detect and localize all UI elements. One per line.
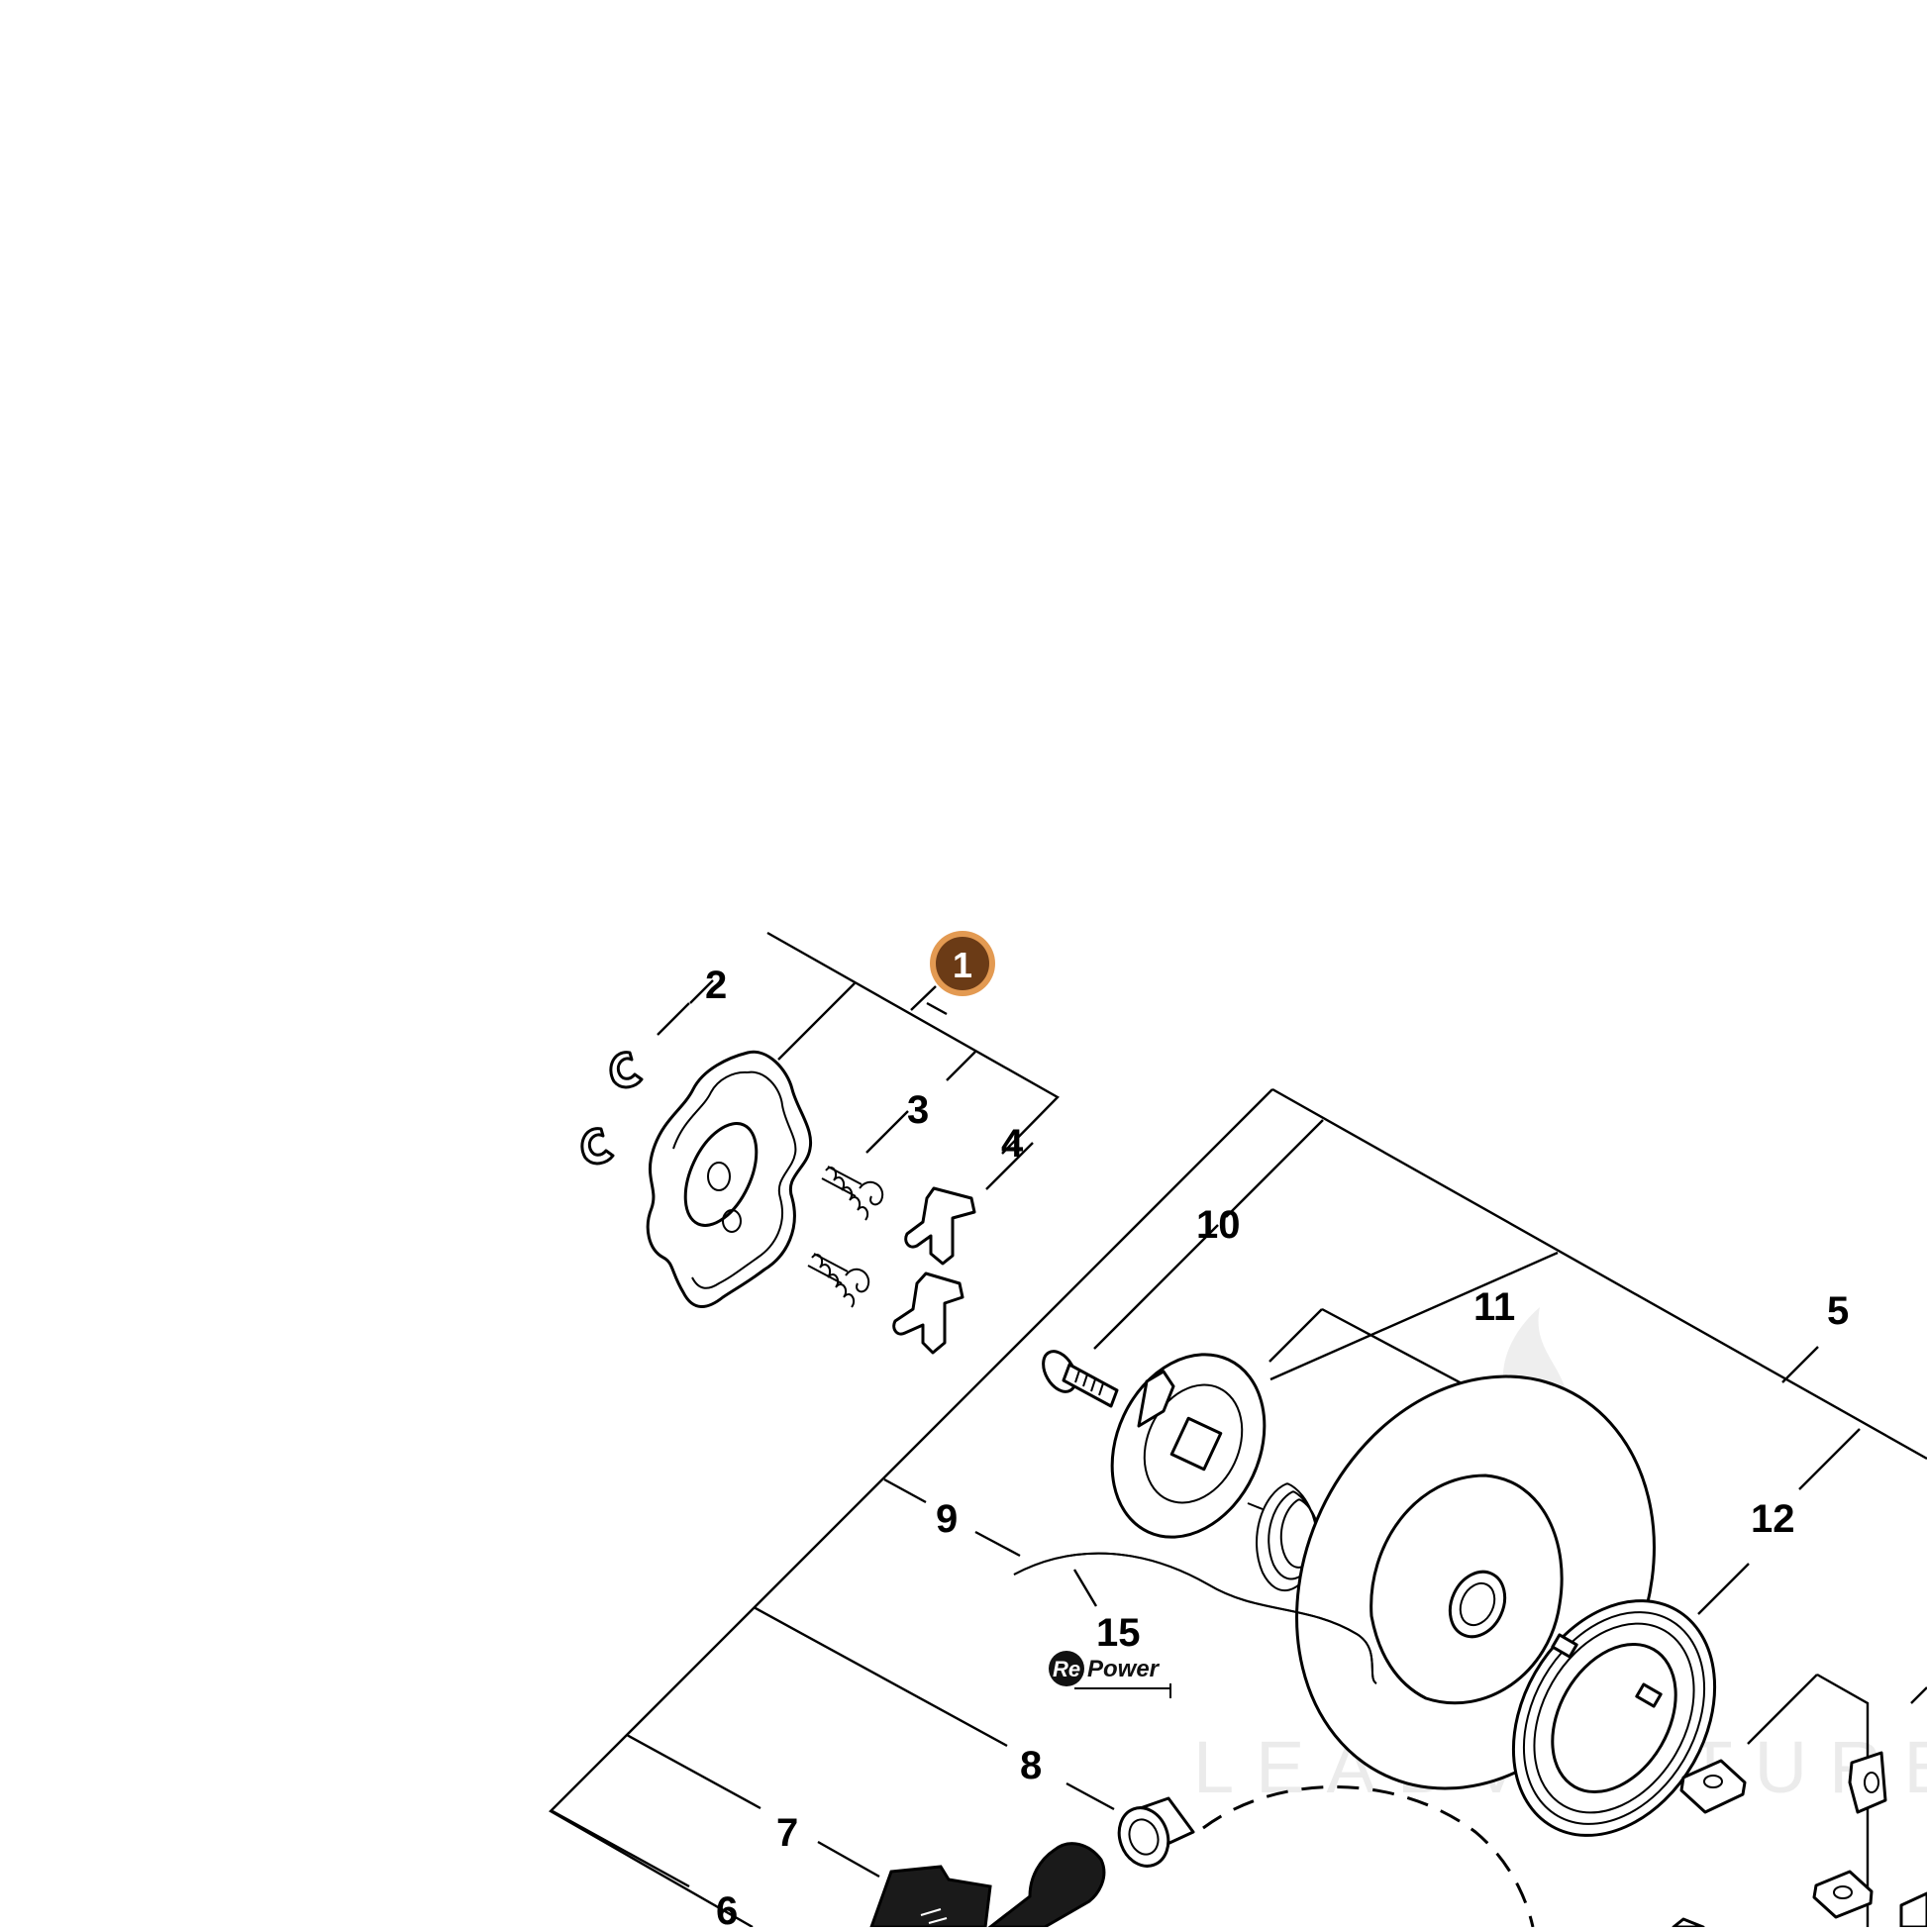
rope-rotor-hub-part [1110,1353,1267,1539]
starter-grip-part [868,1842,1106,1929]
callout-5: 5 [1827,1289,1849,1333]
callout-7: 7 [776,1811,798,1855]
callout-6: 6 [716,1889,738,1927]
highlighted-callout-1[interactable]: 1 [910,931,995,1011]
e-clip-part [580,1051,644,1166]
pawl-part [892,1186,976,1355]
callout-9: 9 [936,1497,958,1541]
leader-lines [549,931,1927,1929]
rotation-arc [1202,1785,1535,1928]
callout-8: 8 [1020,1744,1042,1787]
screw-part [1042,1350,1119,1408]
callouts: 2 3 4 5 6 7 8 9 10 11 12 15 [705,964,1849,1932]
callout-12: 12 [1751,1497,1795,1541]
bushing-part [1117,1796,1195,1868]
callout-4: 4 [1001,1122,1024,1166]
recoil-spring-part [1511,1599,1717,1837]
spring-part [807,1166,884,1308]
repower-logo-suffix: Power [1087,1656,1161,1682]
callout-10: 10 [1196,1203,1241,1247]
callout-15: 15 [1096,1611,1141,1655]
callout-2: 2 [705,964,727,1007]
pawl-carrier-part [646,1050,813,1308]
callout-3: 3 [907,1088,929,1132]
repower-logo: Re Power [1049,1651,1171,1698]
repower-logo-prefix: Re [1053,1657,1080,1681]
highlight-badge-label: 1 [953,945,972,985]
callout-11: 11 [1473,1285,1515,1329]
